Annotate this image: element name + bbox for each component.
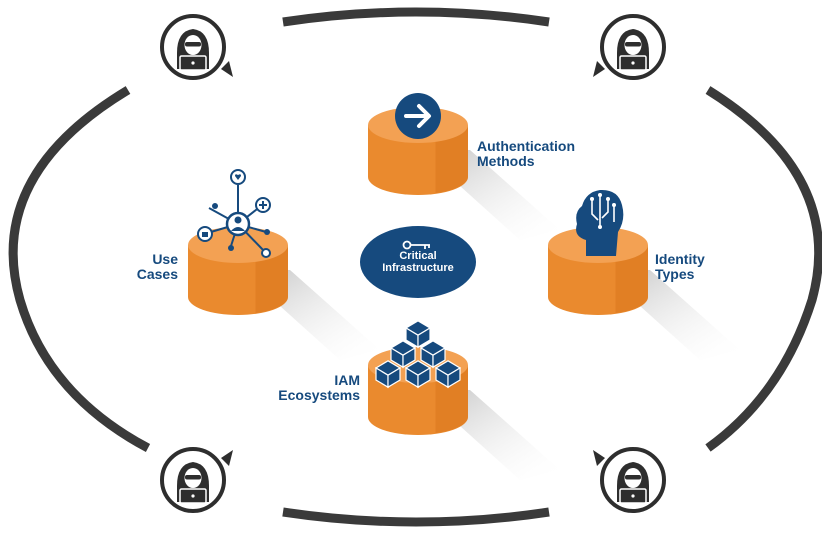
label-line: IAM: [334, 372, 360, 388]
cube: [434, 360, 462, 389]
hacker-icon-top-right: [593, 14, 666, 80]
network-icon: [197, 169, 271, 258]
laptop-logo: [191, 61, 195, 65]
label-use-cases: Use Cases: [100, 252, 178, 282]
badge-tail: [221, 61, 233, 77]
label-line: Use: [152, 251, 178, 267]
cube: [389, 340, 417, 369]
cube: [374, 360, 402, 389]
cylinder-side-shade: [615, 245, 648, 314]
node-identity-types: [548, 189, 740, 360]
outer-ring: [8, 7, 822, 527]
glasses: [625, 475, 641, 480]
cylinder: [188, 227, 288, 315]
cube-right: [402, 346, 416, 369]
label-authentication-methods: Authentication Methods: [477, 139, 575, 169]
ring-arc-top: [282, 7, 550, 27]
ring-arc-bottom: [282, 507, 550, 527]
badge-tail: [593, 61, 605, 77]
cube-right: [417, 326, 431, 349]
hacker-icon-bottom-right: [593, 447, 666, 513]
center-label-line2: Infrastructure: [382, 262, 454, 274]
circuit-head-icon: [576, 189, 624, 256]
label-line: Types: [655, 266, 695, 282]
node-use-cases: [188, 169, 380, 360]
label-line: Authentication: [477, 138, 575, 154]
cube: [404, 360, 432, 389]
hacker-icon-top-left: [160, 14, 233, 80]
label-line: Cases: [136, 266, 178, 282]
center-node: [360, 226, 476, 298]
cube: [419, 340, 447, 369]
glasses: [625, 42, 641, 47]
label-line: Methods: [477, 153, 535, 169]
laptop-logo: [631, 61, 635, 65]
label-line: Ecosystems: [278, 387, 360, 403]
glasses: [185, 475, 201, 480]
center-ellipse: [360, 226, 476, 298]
badge-tail: [593, 450, 605, 466]
laptop-logo: [631, 494, 635, 498]
badge-tail: [221, 450, 233, 466]
hacker-icon-badge: [593, 14, 666, 80]
ring-arc-right: [705, 86, 822, 452]
cylinder-side-shade: [255, 245, 288, 314]
cube-right: [447, 366, 461, 389]
label-identity-types: Identity Types: [655, 252, 705, 282]
cube-right: [432, 346, 446, 369]
glasses: [185, 42, 201, 47]
label-line: Identity: [655, 251, 705, 267]
cubes-icon: [374, 320, 462, 389]
hacker-icon-bottom-left: [160, 447, 233, 513]
cube-right: [387, 366, 401, 389]
ring-arc-left: [8, 86, 151, 452]
node-iam-ecosystems: [368, 320, 560, 480]
hacker-icon-badge: [593, 447, 666, 513]
cube: [404, 320, 432, 349]
center-label-line1: Critical: [399, 250, 437, 262]
node-authentication-methods: [368, 93, 560, 240]
cylinder-side-shade: [435, 125, 468, 194]
hacker-icon-badge: [160, 447, 233, 513]
hacker-icon-badge: [160, 14, 233, 80]
cube-right: [417, 366, 431, 389]
center-label: Critical Infrastructure: [362, 250, 474, 274]
label-iam-ecosystems: IAM Ecosystems: [250, 373, 360, 403]
key-icon: [402, 240, 430, 250]
laptop-logo: [191, 494, 195, 498]
arrow-right-icon: [395, 93, 441, 139]
